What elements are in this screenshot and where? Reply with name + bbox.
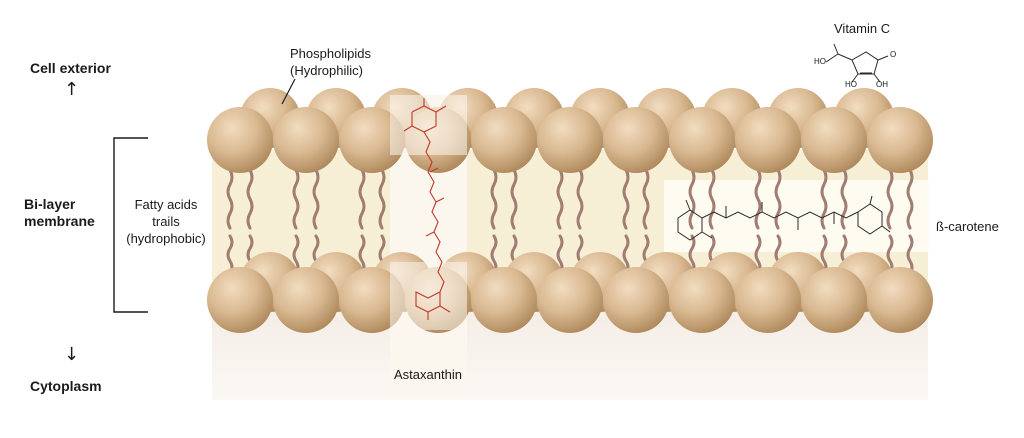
vitamin-c-label: Vitamin C	[834, 21, 891, 36]
phospholipids-line2: (Hydrophilic)	[290, 63, 363, 78]
tail-upper	[576, 168, 584, 230]
tail-upper	[510, 168, 518, 230]
vitamin-c-ho2: HO	[845, 80, 857, 89]
bilayer-bracket	[113, 137, 148, 313]
phospholipid-heads	[207, 88, 933, 333]
head-lower-front	[537, 267, 603, 333]
head-lower-front	[273, 267, 339, 333]
beta-carotene-label: ß-carotene	[936, 219, 999, 234]
head-lower-front	[867, 267, 933, 333]
cytoplasm-label: Cytoplasm	[30, 378, 102, 394]
head-lower-front	[207, 267, 273, 333]
astaxanthin-molecule	[403, 98, 451, 320]
tail-upper	[312, 168, 320, 230]
tail-upper	[754, 168, 762, 230]
head-upper-front	[537, 107, 603, 173]
bilayer-label: Bi-layer membrane	[24, 196, 95, 230]
head-upper-front	[207, 107, 273, 173]
arrow-up-icon: ↑	[64, 79, 80, 100]
bilayer-label-line1: Bi-layer	[24, 196, 76, 212]
head-upper-front	[471, 107, 537, 173]
tail-upper	[378, 168, 386, 230]
head-upper-front	[669, 107, 735, 173]
tail-upper	[688, 168, 696, 230]
tail-upper	[840, 168, 848, 230]
head-upper-front	[603, 107, 669, 173]
phospholipids-label: Phospholipids (Hydrophilic)	[290, 45, 371, 79]
head-lower-front	[471, 267, 537, 333]
head-lower-front	[735, 267, 801, 333]
fatty-acids-line1: Fatty acids	[134, 197, 198, 212]
tail-upper	[556, 168, 564, 230]
fatty-acids-line3: (hydrophobic)	[126, 231, 206, 246]
tail-upper	[226, 168, 234, 230]
phospholipids-line1: Phospholipids	[290, 46, 371, 61]
beta-carotene-molecule	[677, 195, 891, 241]
head-upper-front	[735, 107, 801, 173]
tail-upper	[292, 168, 300, 230]
tail-upper	[774, 168, 782, 230]
vitamin-c-o: O	[890, 50, 897, 59]
fatty-acids-line2: trails	[152, 214, 180, 229]
arrow-down-icon: ↓	[64, 344, 80, 365]
vitamin-c-molecule	[825, 43, 889, 83]
tail-upper	[886, 168, 894, 230]
head-lower-front	[603, 267, 669, 333]
fatty-acids-label: Fatty acids trails (hydrophobic)	[120, 196, 212, 247]
head-lower-front	[801, 267, 867, 333]
vitamin-c-ho: HO	[814, 57, 826, 66]
tail-upper	[490, 168, 498, 230]
head-upper-front	[273, 107, 339, 173]
tail-upper	[642, 168, 650, 230]
head-upper-front	[867, 107, 933, 173]
vitamin-c-oh: OH	[876, 80, 888, 89]
head-lower-front	[339, 267, 405, 333]
tail-upper	[906, 168, 914, 230]
tail-upper	[358, 168, 366, 230]
head-lower-front	[669, 267, 735, 333]
tail-upper	[246, 168, 254, 230]
head-upper-front	[339, 107, 405, 173]
bilayer-label-line2: membrane	[24, 213, 95, 229]
tail-upper	[622, 168, 630, 230]
head-upper-front	[801, 107, 867, 173]
tail-upper	[708, 168, 716, 230]
phospholipid-pointer	[281, 78, 296, 105]
cell-exterior-label: Cell exterior	[30, 60, 111, 76]
astaxanthin-label: Astaxanthin	[394, 367, 462, 382]
beta-carotene-box	[664, 180, 930, 252]
